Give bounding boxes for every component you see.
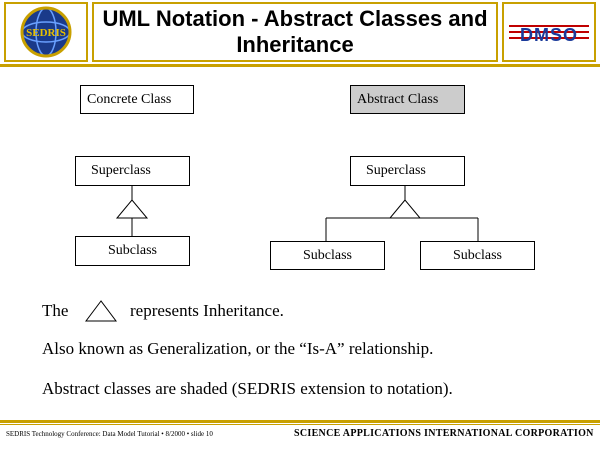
- slide-title: UML Notation - Abstract Classes and Inhe…: [92, 2, 498, 62]
- left-subclass-label: Subclass: [108, 243, 157, 258]
- right-subclass-box-2: Subclass: [420, 241, 535, 270]
- inline-inheritance-triangle-icon: [85, 300, 117, 322]
- left-subclass-box: Subclass: [75, 236, 190, 266]
- header-rule: [0, 64, 600, 67]
- dmso-logo-text: DMSO: [520, 25, 578, 45]
- left-superclass-label: Superclass: [91, 163, 151, 178]
- right-superclass-box: Superclass: [350, 156, 465, 186]
- dmso-logo: DMSO: [502, 2, 596, 62]
- footer-rule-thin: [0, 424, 600, 425]
- left-inheritance-triangle: [115, 199, 149, 219]
- abstract-class-box: Abstract Class: [350, 85, 465, 114]
- left-superclass-box: Superclass: [75, 156, 190, 186]
- inheritance-text-prefix: The: [42, 301, 69, 320]
- right-subclass-box-1: Subclass: [270, 241, 385, 270]
- generalization-text: Also known as Generalization, or the “Is…: [42, 339, 434, 358]
- footer-conference-info: SEDRIS Technology Conference: Data Model…: [6, 430, 213, 438]
- right-inheritance-triangle: [388, 199, 422, 219]
- abstract-class-label: Abstract Class: [357, 91, 439, 107]
- footer-company: SCIENCE APPLICATIONS INTERNATIONAL CORPO…: [294, 428, 594, 439]
- inheritance-text-suffix: represents Inheritance.: [130, 301, 284, 320]
- right-subclass-label-2: Subclass: [453, 247, 502, 263]
- right-subclass-label-1: Subclass: [303, 247, 352, 263]
- footer-rule-thick: [0, 420, 600, 423]
- abstract-shading-text: Abstract classes are shaded (SEDRIS exte…: [42, 379, 453, 398]
- concrete-class-label: Concrete Class: [87, 91, 172, 107]
- sedris-logo: SEDRIS: [4, 2, 88, 62]
- sedris-logo-text: SEDRIS: [26, 27, 66, 39]
- concrete-class-box: Concrete Class: [80, 85, 194, 114]
- right-superclass-label: Superclass: [366, 163, 426, 178]
- slide-header: SEDRIS UML Notation - Abstract Classes a…: [0, 0, 600, 66]
